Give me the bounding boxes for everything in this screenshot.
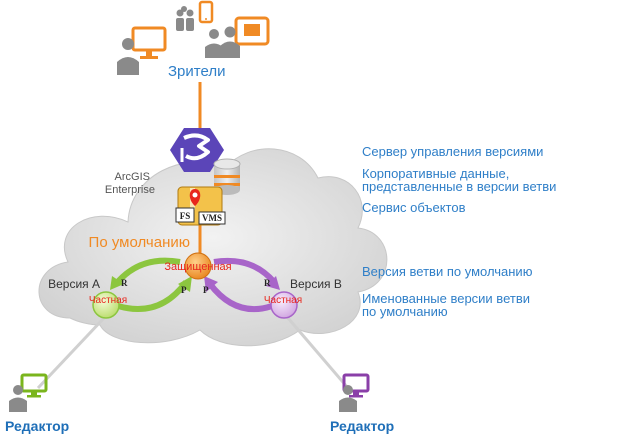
reconcile-a-letter: R <box>121 278 128 288</box>
legend-feature-service: Сервис объектов <box>362 200 466 215</box>
version-b-reconcile-arc <box>213 257 277 285</box>
arcgis-label-line1: ArcGIS <box>115 171 150 183</box>
default-version-label: По умолчанию <box>89 234 190 251</box>
version-management-server-icon <box>170 128 224 172</box>
legend-named-versions-line1: Именованные версии ветви <box>362 291 530 306</box>
version-a-post-arc <box>117 280 189 312</box>
private-a-label: Частная <box>89 295 127 306</box>
private-b-label: Частная <box>264 295 302 306</box>
version-a-reconcile-arc <box>113 257 181 286</box>
protected-label: Защищенная <box>164 261 231 273</box>
editor-right-icon <box>339 373 370 412</box>
arcgis-label-line2: Enterprise <box>105 184 155 196</box>
version-a-label: Версия A <box>48 277 100 291</box>
editor-left-connector <box>36 316 106 390</box>
editor-left-icon <box>9 373 48 412</box>
legend-version-server: Сервер управления версиями <box>362 144 544 159</box>
feature-service-icon <box>175 186 226 226</box>
post-a-letter: P <box>181 285 187 295</box>
version-b-node <box>270 291 298 319</box>
group-phone-icon <box>176 0 214 31</box>
legend-named-versions: Именованные версии ветви по умолчанию <box>362 292 530 318</box>
editor-right-connector <box>286 317 350 389</box>
editor-right-label: Редактор <box>330 418 395 434</box>
tablet-user-icon <box>205 16 270 58</box>
viewers-icons <box>117 0 270 75</box>
editor-left-label: Редактор <box>5 418 70 434</box>
version-b-label: Версия B <box>290 277 342 291</box>
reconcile-b-letter: R <box>264 278 271 288</box>
version-a-node <box>92 291 120 319</box>
post-b-letter: P <box>203 285 209 295</box>
legend-enterprise-data-line2: представленные в версии ветви <box>362 179 557 194</box>
legend-enterprise-data-line1: Корпоративные данные, <box>362 166 510 181</box>
version-b-post-arc <box>207 282 273 313</box>
legend-enterprise-data: Корпоративные данные, представленные в в… <box>362 167 556 193</box>
cloud-shape <box>38 148 388 347</box>
viewers-label: Зрители <box>168 63 226 80</box>
legend-named-versions-line2: по умолчанию <box>362 304 448 319</box>
database-icon <box>213 158 241 195</box>
vms-label: VMS <box>202 213 222 223</box>
legend-default-branch: Версия ветви по умолчанию <box>362 264 533 279</box>
fs-label: FS <box>180 211 191 221</box>
default-version-node <box>184 252 212 280</box>
desktop-user-icon <box>117 26 167 75</box>
